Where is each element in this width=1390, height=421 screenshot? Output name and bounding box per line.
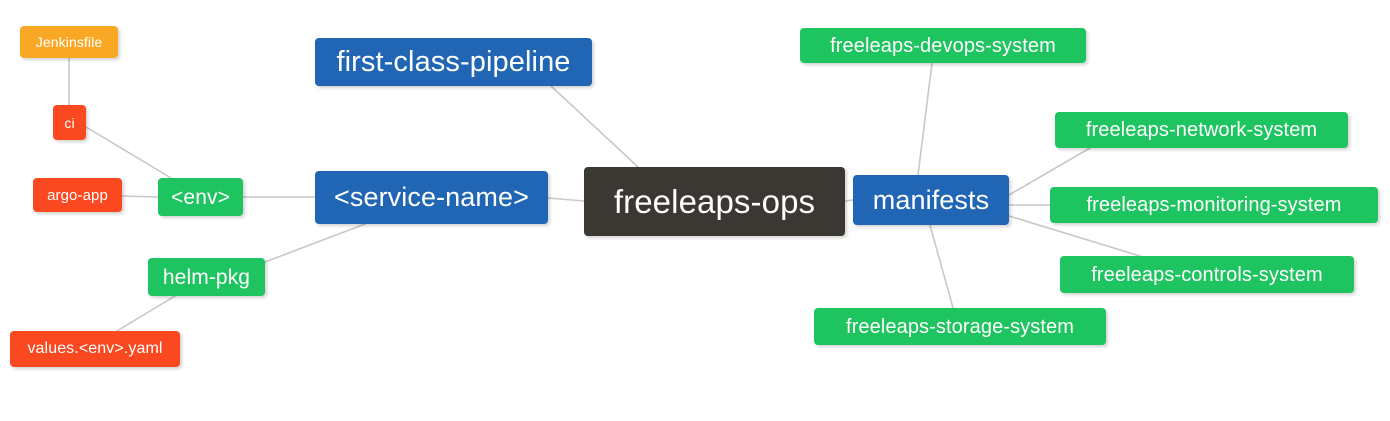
edge-manifests-to-freeleaps-devops-system bbox=[917, 62, 933, 176]
node-label-freeleaps-storage-system: freeleaps-storage-system bbox=[845, 315, 1075, 338]
node-label-freeleaps-monitoring-system: freeleaps-monitoring-system bbox=[1086, 194, 1342, 216]
node-env[interactable]: <env> bbox=[158, 178, 243, 216]
node-label-first-class-pipeline: first-class-pipeline bbox=[336, 45, 571, 78]
edge-helm-pkg-to-values-env-yaml bbox=[116, 295, 176, 332]
node-label-manifests: manifests bbox=[872, 184, 990, 215]
node-label-freeleaps-ops: freeleaps-ops bbox=[613, 183, 816, 220]
node-label-service-name: <service-name> bbox=[334, 182, 529, 212]
node-freeleaps-network-system[interactable]: freeleaps-network-system bbox=[1055, 112, 1348, 148]
node-label-freeleaps-devops-system: freeleaps-devops-system bbox=[830, 34, 1056, 57]
node-label-helm-pkg: helm-pkg bbox=[162, 265, 251, 289]
node-freeleaps-storage-system[interactable]: freeleaps-storage-system bbox=[814, 308, 1106, 345]
node-label-values-env-yaml: values.<env>.yaml bbox=[27, 340, 163, 357]
node-helm-pkg[interactable]: helm-pkg bbox=[148, 258, 265, 296]
edge-service-name-to-helm-pkg bbox=[264, 223, 366, 263]
node-argo-app[interactable]: argo-app bbox=[33, 178, 122, 212]
node-label-jenkinsfile: Jenkinsfile bbox=[35, 34, 103, 50]
node-freeleaps-controls-system[interactable]: freeleaps-controls-system bbox=[1060, 256, 1354, 293]
edge-manifests-to-freeleaps-storage-system bbox=[929, 224, 954, 309]
node-label-argo-app: argo-app bbox=[47, 186, 108, 204]
node-label-ci: ci bbox=[64, 114, 75, 131]
edge-freeleaps-ops-to-manifests bbox=[844, 199, 854, 202]
node-freeleaps-monitoring-system[interactable]: freeleaps-monitoring-system bbox=[1050, 187, 1378, 223]
node-manifests[interactable]: manifests bbox=[853, 175, 1009, 225]
node-jenkinsfile[interactable]: Jenkinsfile bbox=[20, 26, 118, 58]
node-label-freeleaps-controls-system: freeleaps-controls-system bbox=[1091, 263, 1323, 286]
edge-env-to-ci bbox=[85, 126, 172, 179]
node-label-env: <env> bbox=[171, 185, 230, 209]
node-freeleaps-devops-system[interactable]: freeleaps-devops-system bbox=[800, 28, 1086, 63]
edge-freeleaps-ops-to-first-class-pipeline bbox=[550, 85, 639, 168]
node-label-freeleaps-network-system: freeleaps-network-system bbox=[1085, 119, 1318, 141]
node-values-env-yaml[interactable]: values.<env>.yaml bbox=[10, 331, 180, 367]
edge-env-to-argo-app bbox=[121, 195, 159, 198]
node-service-name[interactable]: <service-name> bbox=[315, 171, 548, 224]
node-ci[interactable]: ci bbox=[53, 105, 86, 140]
node-freeleaps-ops[interactable]: freeleaps-ops bbox=[584, 167, 845, 236]
edge-freeleaps-ops-to-service-name bbox=[547, 197, 585, 202]
node-first-class-pipeline[interactable]: first-class-pipeline bbox=[315, 38, 592, 86]
